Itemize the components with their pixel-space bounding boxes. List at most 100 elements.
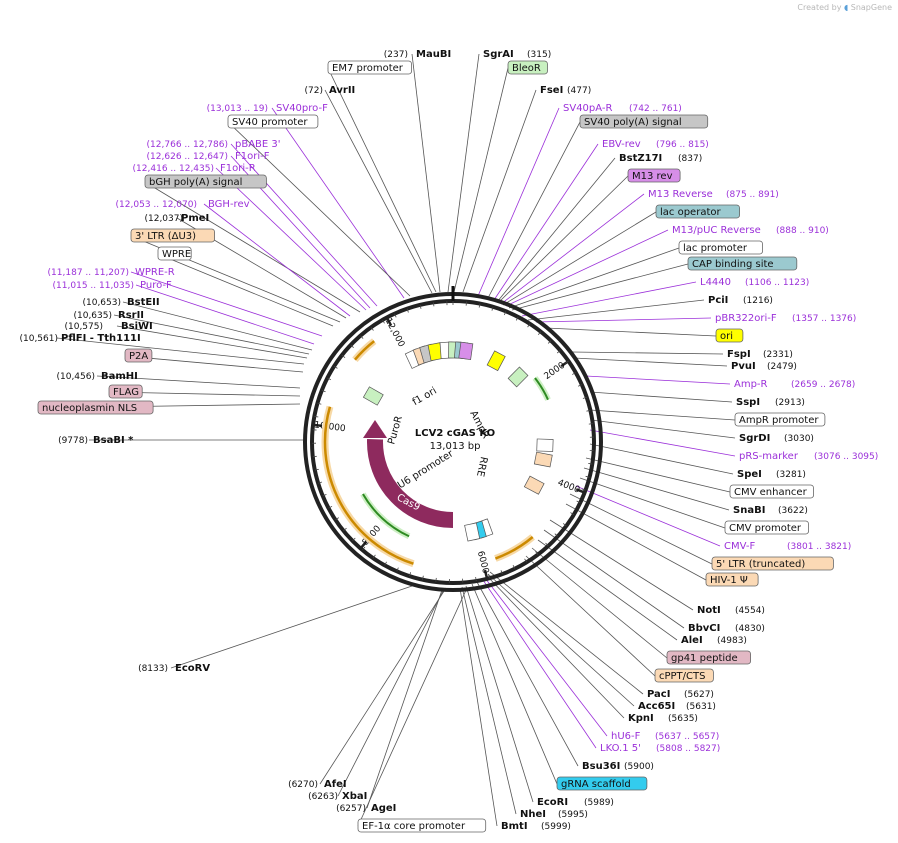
map-label-box-ef-1-core-promoter [357,818,487,833]
map-label-noti: NotI [697,605,721,616]
map-label-9778: (9778) [58,436,88,446]
map-label-box-sv40-promoter [227,114,319,129]
ruler-minor-tick [314,415,319,418]
map-label-box-lac-promoter [678,240,763,255]
ruler-minor-tick [318,481,323,484]
ruler-minor-tick [321,389,326,393]
map-label-bamhi: BamHI [101,371,138,382]
map-label-ecori: EcoRI [537,797,568,808]
map-label-pflfi-tth111i: PflFI - Tth111I [61,333,141,344]
ruler-minor-tick [524,558,528,563]
ruler-minor-tick [576,500,581,504]
map-label-box-ampr-promoter [734,412,826,427]
leader-line-maubi [411,53,441,293]
ruler-minor-tick [582,396,587,399]
leader-line-lac-operator [502,211,657,306]
ruler-minor-tick [570,512,575,515]
map-label-3-ltr-u3: 3' LTR (ΔU3) [135,231,196,242]
ruler-minor-tick [432,302,435,307]
map-label-5999: (5999) [541,822,571,832]
map-label-sv40pro-f: SV40pro-F [276,103,328,114]
ruler-minor-tick [475,577,477,582]
leader-line-sspi [589,391,733,403]
map-label-pbr322ori-f: pBR322ori-F [715,313,777,324]
map-label-10-653: (10,653) [82,298,121,308]
plasmid-name: LCV2 cGAS KO [415,428,495,439]
feature-label-puror: PuroR [386,415,405,446]
leader-line-em7-promoter [327,67,437,293]
ruler-minor-tick [360,335,364,339]
map-label-4830: (4830) [735,624,765,634]
map-label-12-416-12-435: (12,416 .. 12,435) [133,164,214,174]
feature-block [507,366,529,388]
feature-label-rre: RRE [474,455,489,477]
map-label-cap-binding-site: CAP binding site [692,259,774,270]
snapgene-logo-icon: ◖ [843,3,849,12]
leader-line-sgrai [447,53,480,293]
map-label-box-cap-binding-site [687,256,798,271]
leader-line-l4440 [521,281,697,317]
map-label-l4440: L4440 [700,277,731,288]
map-label-grna-scaffold: gRNA scaffold [561,779,631,790]
map-label-315: (315) [527,50,551,60]
map-label-box-m13-rev [627,168,681,183]
map-label-gp41-peptide: gp41 peptide [671,653,738,664]
map-label-13-013-19: (13,013 .. 19) [207,104,268,114]
cas9-arc [367,439,454,528]
ruler-minor-tick [585,475,590,478]
leader-line-fspi [571,351,724,355]
feature-block [523,475,545,495]
ruler-minor-tick [343,527,347,532]
ruler-minor-tick [370,326,374,331]
map-label-2479: (2479) [767,362,797,372]
map-label-4983: (4983) [717,636,747,646]
ruler-minor-tick [384,561,387,566]
map-label-5989: (5989) [584,798,614,808]
feature-block [362,386,384,406]
map-label-5995: (5995) [558,810,588,820]
ruler-minor-tick [500,570,503,575]
map-label-box-bgh-poly-a-signal [144,174,267,189]
leader-line-wpre-r [130,271,323,337]
map-label-5631: (5631) [686,702,716,712]
map-label-box-5-ltr-truncated [711,556,834,571]
map-label-1357-1376: (1357 .. 1376) [792,314,856,324]
map-label-237: (237) [384,50,408,60]
map-label-prs-marker: pRS-marker [739,451,799,462]
map-label-5900: (5900) [624,762,654,772]
ruler-minor-tick [382,319,385,324]
map-label-4554: (4554) [735,606,765,616]
feature-label-f1-ori: f1 ori [411,386,439,409]
map-label-box-wpre [157,246,192,261]
map-label-837: (837) [678,154,702,164]
map-label-maubi: MauBI [416,49,451,60]
leader-line-bstz17i [496,157,616,303]
leader-line-cppt-cts [525,555,656,677]
leader-line-kpni [486,575,625,719]
ruler-minor-tick [545,542,549,547]
ruler-tick [312,423,323,428]
leader-line-bgh-rev [203,203,351,317]
map-label-cmv-f: CMV-F [724,541,755,552]
map-label-box-hiv-1 [705,572,759,587]
ruler-number: 12,000 [383,316,407,349]
leader-line-ecori [465,585,534,803]
ruler-number: 6000 [475,550,490,575]
ruler-minor-tick [362,546,366,551]
map-label-3076-3095: (3076 .. 3095) [814,452,878,462]
leader-line-m13-reverse [500,193,645,305]
leader-line-sgrdi [590,419,736,439]
ltr-arc [323,406,414,565]
map-label-box-grna-scaffold [556,776,648,791]
leader-line-pflfi-tth111i [56,337,305,365]
leader-line-5-ltr-truncated [569,493,713,565]
leader-line-sv40-poly-a-signal [487,121,581,299]
map-label-box-3-ltr-u3 [130,228,215,243]
ruler-minor-tick [515,316,519,321]
map-label-em7-promoter: EM7 promoter [332,63,404,74]
map-label-pvui: PvuI [731,361,756,372]
map-label-fsei: FseI [540,85,563,96]
map-label-2913: (2913) [775,398,805,408]
map-label-nhei: NheI [520,809,546,820]
map-label-fspi: FspI [727,349,751,360]
